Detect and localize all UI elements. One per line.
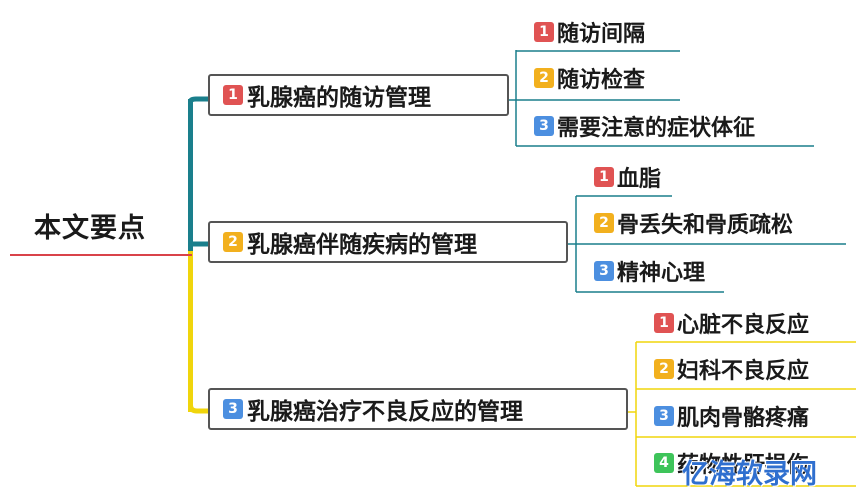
leaf-label: 随访检查 bbox=[557, 68, 646, 93]
leaf-node[interactable]: 3 肌肉骨骼疼痛 bbox=[654, 401, 809, 431]
number-badge: 3 bbox=[654, 406, 674, 426]
spine-upper bbox=[188, 99, 193, 251]
number-badge: 3 bbox=[223, 399, 243, 419]
branch-label: 乳腺癌伴随疾病的管理 bbox=[247, 232, 477, 258]
root-underline bbox=[10, 254, 192, 256]
branch-node-1[interactable]: 1 乳腺癌的随访管理 bbox=[208, 74, 509, 116]
number-badge: 3 bbox=[534, 116, 554, 136]
number-badge: 1 bbox=[223, 85, 243, 105]
leaf-node[interactable]: 4 药物性肝损伤 bbox=[654, 448, 809, 478]
branch-label: 乳腺癌的随访管理 bbox=[247, 85, 431, 111]
spine-top-curve bbox=[188, 96, 208, 103]
leaf-label: 需要注意的症状体征 bbox=[557, 116, 756, 141]
number-badge: 4 bbox=[654, 453, 674, 473]
spine-bottom-curve bbox=[188, 404, 208, 414]
watermark: 亿海软录网 bbox=[682, 459, 817, 490]
leaf-node[interactable]: 2 骨丢失和骨质疏松 bbox=[594, 208, 793, 238]
number-badge: 2 bbox=[594, 213, 614, 233]
leaf-label: 妇科不良反应 bbox=[677, 359, 810, 384]
number-badge: 1 bbox=[534, 22, 554, 42]
leaf-node[interactable]: 1 随访间隔 bbox=[534, 17, 645, 47]
leaf-label: 肌肉骨骼疼痛 bbox=[677, 406, 810, 431]
leaf-node[interactable]: 2 随访检查 bbox=[534, 63, 645, 93]
leaf-node[interactable]: 1 心脏不良反应 bbox=[654, 308, 809, 338]
leaf-label: 药物性肝损伤 bbox=[677, 453, 810, 478]
branch-node-2[interactable]: 2 乳腺癌伴随疾病的管理 bbox=[208, 221, 568, 263]
leaf-node[interactable]: 3 精神心理 bbox=[594, 256, 705, 286]
spine-lower bbox=[188, 251, 193, 412]
leaf-label: 心脏不良反应 bbox=[677, 313, 810, 338]
number-badge: 1 bbox=[594, 167, 614, 187]
leaf-label: 骨丢失和骨质疏松 bbox=[617, 213, 794, 238]
root-title: 本文要点 bbox=[34, 213, 146, 244]
branch-node-3[interactable]: 3 乳腺癌治疗不良反应的管理 bbox=[208, 388, 628, 430]
leaf-label: 精神心理 bbox=[617, 261, 706, 286]
leaf-label: 随访间隔 bbox=[557, 22, 646, 47]
number-badge: 3 bbox=[594, 261, 614, 281]
leaf-node[interactable]: 1 血脂 bbox=[594, 162, 661, 192]
number-badge: 2 bbox=[654, 359, 674, 379]
leaf-label: 血脂 bbox=[617, 167, 662, 192]
number-badge: 2 bbox=[534, 68, 554, 88]
number-badge: 1 bbox=[654, 313, 674, 333]
number-badge: 2 bbox=[223, 232, 243, 252]
leaf-node[interactable]: 2 妇科不良反应 bbox=[654, 354, 809, 384]
leaf-node[interactable]: 3 需要注意的症状体征 bbox=[534, 111, 755, 141]
branch-label: 乳腺癌治疗不良反应的管理 bbox=[247, 399, 523, 425]
